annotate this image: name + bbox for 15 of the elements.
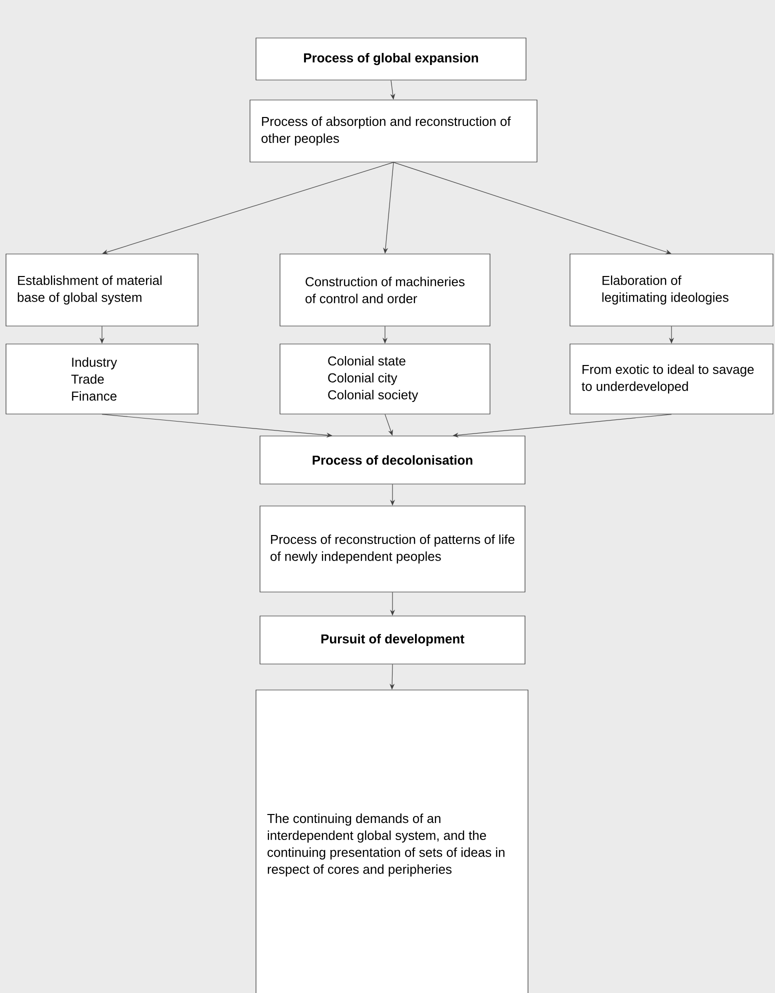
arrow xyxy=(102,162,394,254)
stage-box: Process of decolonisation xyxy=(260,436,526,484)
process-box: From exotic to ideal to savage to underdeveloped xyxy=(570,344,774,414)
stage-box: Pursuit of development xyxy=(260,616,526,664)
process-box: The continuing demands of an interdependent global system, and the continuing presentation of sets of ideas in respect of cores and peripheries xyxy=(256,690,528,993)
process-box: Colonial state Colonial city Colonial society xyxy=(280,344,490,414)
process-box: Establishment of material base of global system xyxy=(6,254,198,326)
process-box: Elaboration of legitimating ideologies xyxy=(570,254,774,326)
stage-box: Process of global expansion xyxy=(256,38,526,80)
process-box: Process of absorption and reconstruction of other peoples xyxy=(250,100,538,162)
process-box: Industry Trade Finance xyxy=(6,344,198,414)
arrow xyxy=(452,414,672,438)
process-box: Process of reconstruction of patterns of life of newly independent peoples xyxy=(260,506,526,592)
process-box: Construction of machineries of control and order xyxy=(280,254,490,326)
arrow xyxy=(393,162,672,254)
